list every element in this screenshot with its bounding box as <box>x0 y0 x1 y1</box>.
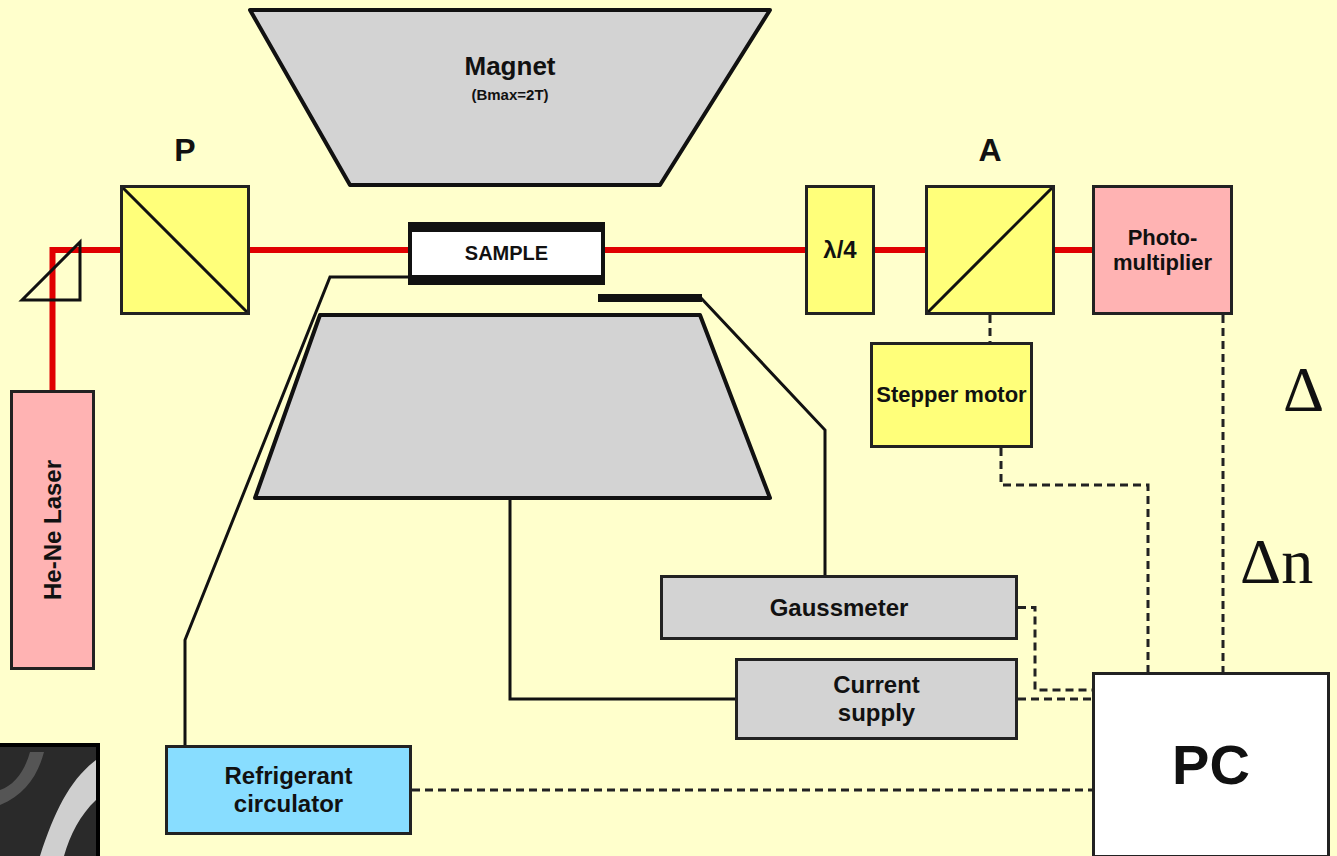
laser-beam <box>875 250 925 251</box>
formula-fragment: Δn <box>1240 530 1313 594</box>
text-group: PC <box>1172 733 1250 797</box>
prism <box>22 242 80 300</box>
text-group: SAMPLE <box>465 242 548 265</box>
data-link-line <box>1001 448 1148 672</box>
polarizer: P <box>120 185 250 315</box>
laser-beam-line <box>1055 247 1092 253</box>
node-label: P <box>174 132 195 169</box>
laser-beam-line <box>605 247 805 253</box>
data-link-line <box>989 315 992 342</box>
diagonal <box>123 188 247 312</box>
data-link-line <box>1222 315 1225 672</box>
node-label: λ/4 <box>823 236 856 264</box>
node-sublabel: (Bmax=2T) <box>471 86 548 103</box>
stepper-motor: Stepper motor <box>870 342 1033 448</box>
node-label: Photo- multiplier <box>1095 225 1230 276</box>
node-label: He-Ne Laser <box>39 460 67 600</box>
data-link <box>1001 448 1148 672</box>
photo-thumbnail <box>0 745 98 856</box>
lower-pole <box>255 315 770 498</box>
laser-beam-line <box>875 247 925 253</box>
text-group: P <box>123 132 247 169</box>
laser: He-Ne Laser <box>10 390 95 670</box>
text-group: Stepper motor <box>876 382 1026 407</box>
laser-beam <box>605 250 805 251</box>
data-link <box>1018 699 1092 700</box>
hall-probe <box>598 294 702 302</box>
upper-pole <box>250 10 770 185</box>
node-label: Current supply <box>817 671 937 726</box>
current-supply: Current supply <box>735 658 1018 740</box>
data-link-line <box>412 789 1092 792</box>
computer: PC <box>1092 672 1330 856</box>
node-label: A <box>978 132 1001 169</box>
beam-splitter-line <box>123 188 247 312</box>
node-label: SAMPLE <box>465 242 548 265</box>
node-label: Gaussmeter <box>770 594 909 622</box>
text-group: λ/4 <box>823 236 856 264</box>
data-link <box>1018 608 1092 691</box>
text-group: Current supply <box>817 671 937 726</box>
quarter-wave-plate: λ/4 <box>805 185 875 315</box>
data-link <box>990 315 991 342</box>
laser-beam <box>1055 250 1092 251</box>
text-group: A <box>928 132 1052 169</box>
node-label: Stepper motor <box>876 382 1026 407</box>
laser-beam-line <box>53 250 121 390</box>
photomultiplier: Photo- multiplier <box>1092 185 1233 315</box>
diagonal <box>928 188 1052 312</box>
data-link-line <box>1018 608 1092 691</box>
sample-holder: SAMPLE <box>408 222 605 285</box>
data-link <box>1223 315 1224 672</box>
formula-fragment: Δ <box>1283 358 1324 422</box>
text-group: Refrigerant circulator <box>168 762 409 817</box>
node-label: Refrigerant circulator <box>168 762 409 817</box>
analyzer: A <box>925 185 1055 315</box>
laser-beam-line <box>250 247 408 253</box>
text-group: Photo- multiplier <box>1095 225 1230 276</box>
data-link-line <box>1018 698 1092 701</box>
text-group: He-Ne Laser <box>39 460 67 600</box>
node-label: PC <box>1172 733 1250 797</box>
beam-splitter-line <box>928 188 1052 312</box>
laser-beam <box>53 250 121 390</box>
node-label: Magnet <box>465 52 556 82</box>
text-group: Gaussmeter <box>770 594 909 622</box>
gaussmeter: Gaussmeter <box>660 575 1018 640</box>
laser-beam <box>250 250 408 251</box>
text-group: Magnet (Bmax=2T) <box>465 52 556 103</box>
refrigerant-circulator: Refrigerant circulator <box>165 745 412 835</box>
data-link <box>412 790 1092 791</box>
